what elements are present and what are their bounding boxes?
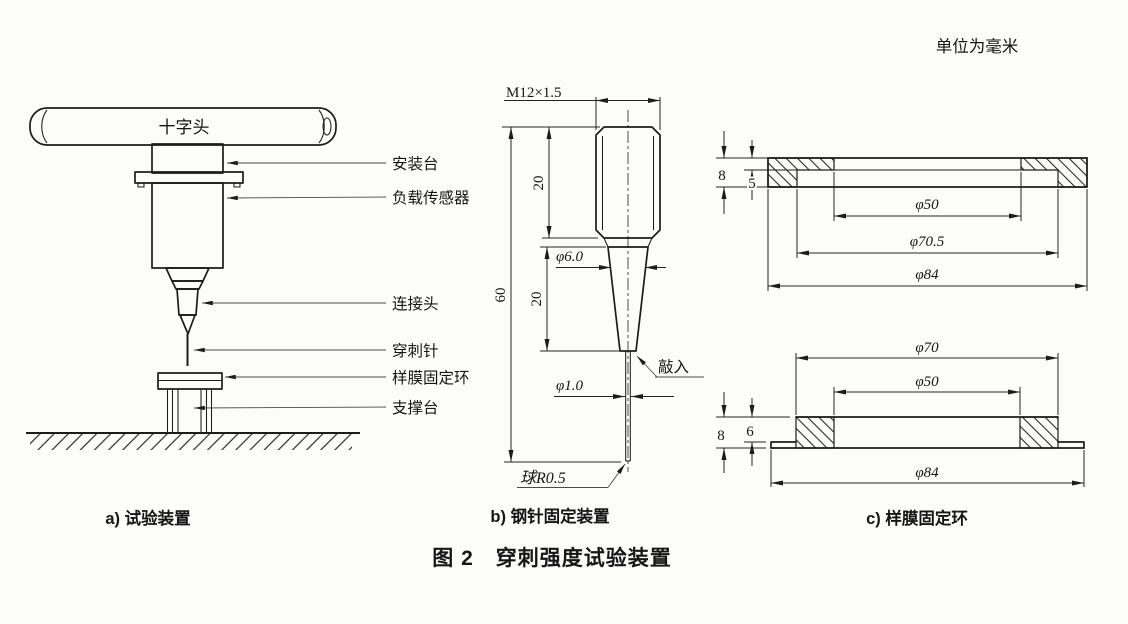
dim-upper-step-depth: 5: [748, 176, 756, 192]
dim-upper-inner-dia: φ50: [915, 197, 939, 213]
caption-b: b) 钢针固定装置: [490, 506, 609, 526]
label-connector: 连接头: [392, 295, 439, 313]
dim-lower-step-height: 6: [746, 424, 754, 440]
caption-c: c) 样膜固定环: [866, 508, 968, 528]
dim-needle-dia: φ1.0: [556, 378, 584, 394]
dim-shank-dia: φ6.0: [556, 249, 584, 265]
figure-title: 图 2 穿刺强度试验装置: [432, 546, 672, 570]
diagram-b-needle-fixture: M12×1.5 60 20 20 φ6.0 φ1.0 敲入 球R0.5 b) 钢…: [490, 83, 704, 526]
units-note: 单位为毫米: [936, 37, 1019, 56]
label-knock-in: 敲入: [658, 358, 689, 376]
dim-overall-length: 60: [493, 288, 509, 303]
dim-thread: M12×1.5: [506, 85, 562, 101]
label-mounting-platform: 安装台: [392, 155, 439, 173]
diagram-a-test-rig: 十字头 安装台 负载传感器 连接头 穿刺针 样膜固定环: [26, 107, 470, 528]
crosshead-label: 十字头: [159, 118, 210, 137]
diagram-c-lower-ring: φ70 φ50 φ84 8 6 c) 样膜固定环: [715, 338, 1085, 528]
label-load-sensor: 负载传感器: [392, 189, 470, 207]
lower-ring-section-right: [1019, 416, 1059, 449]
mounting-block: [151, 143, 224, 174]
dim-lower-top-dia: φ70: [915, 340, 939, 356]
crosshead-bar: [29, 107, 337, 146]
dim-upper-thickness: 8: [718, 168, 726, 184]
ground-hatch: [30, 434, 352, 450]
dim-upper-outer-dia: φ84: [915, 267, 939, 283]
upper-ring-section-right: [1020, 157, 1088, 188]
taper-cone: [607, 246, 649, 352]
dim-lower-outer-dia: φ84: [915, 465, 939, 481]
dim-shank-length: 20: [531, 176, 547, 191]
load-cell-body: [151, 182, 224, 269]
dim-lower-height: 8: [717, 428, 725, 444]
connector-block: [176, 288, 199, 316]
part-leaders: [193, 160, 387, 411]
label-ball-tip: 球R0.5: [520, 469, 566, 487]
caption-a: a) 试验装置: [105, 508, 190, 528]
lower-ring-section-left: [795, 416, 835, 449]
label-puncture-needle: 穿刺针: [392, 342, 439, 360]
label-film-fixing-ring: 样膜固定环: [392, 369, 470, 387]
upper-ring-section-left: [767, 157, 835, 188]
dim-taper-length: 20: [529, 292, 545, 307]
label-support-platform: 支撑台: [392, 399, 439, 417]
dim-lower-inner-dia: φ50: [915, 374, 939, 390]
diagram-c-upper-ring: φ50 φ70.5 φ84 8 5: [716, 131, 1088, 291]
dim-upper-recess-dia: φ70.5: [910, 234, 945, 250]
